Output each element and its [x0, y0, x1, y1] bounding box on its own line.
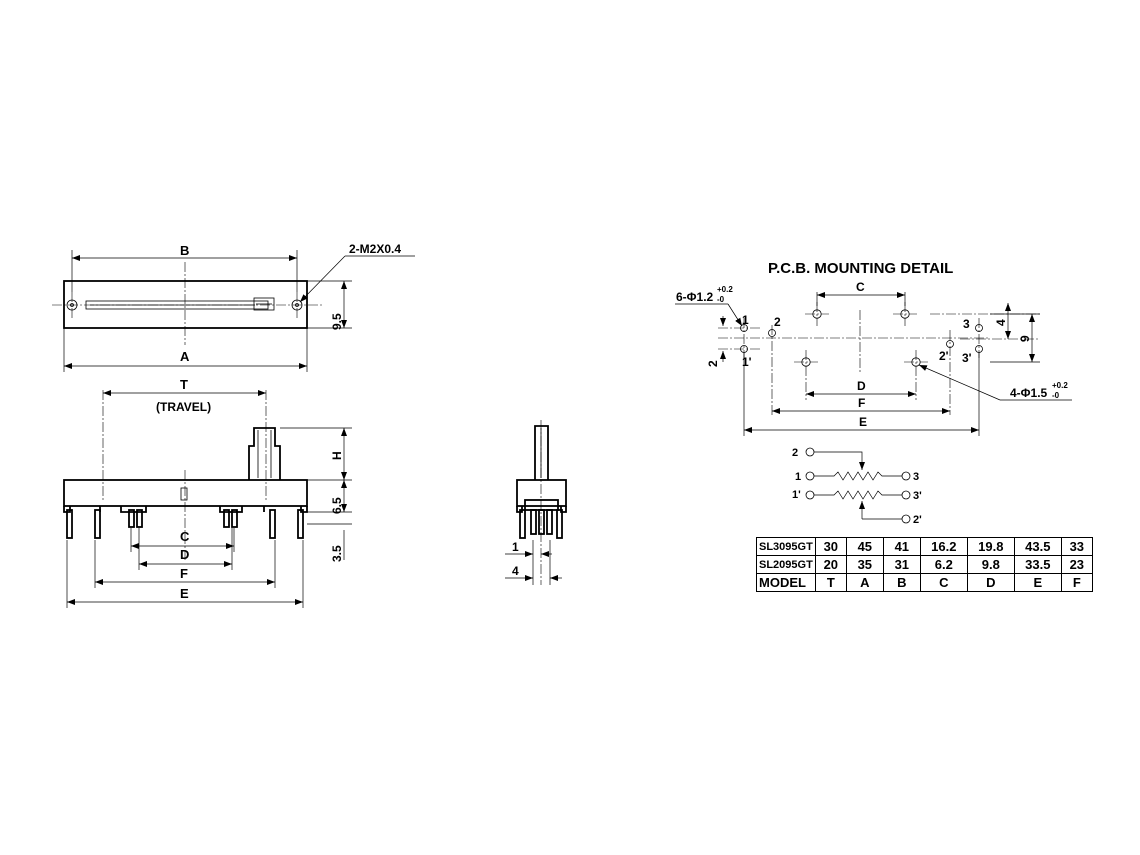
- table-cell: MODEL: [756, 573, 816, 592]
- small-hole-tol-plus: +0.2: [717, 285, 733, 294]
- table-cell: D: [966, 573, 1015, 592]
- table-row: MODEL T A B C D E F: [756, 573, 1093, 592]
- table-cell: 33.5: [1013, 555, 1062, 574]
- table-cell: 45: [845, 537, 884, 556]
- sch-pin-3: 3: [913, 471, 919, 483]
- table-cell: C: [919, 573, 968, 592]
- sch-pin-2p: 2': [913, 514, 922, 526]
- circuit-schematic: 2 1 3 1' 3' 2': [792, 447, 922, 526]
- front-view: T (TRAVEL) H 6.5 3.5 C D F E: [63, 377, 352, 608]
- top-body-outline: [63, 280, 308, 329]
- table-cell: 9.8: [966, 555, 1015, 574]
- table-cell: SL2095GT: [756, 555, 816, 574]
- small-hole-note: 6-Φ1.2: [676, 290, 714, 304]
- travel-label: (TRAVEL): [156, 400, 211, 414]
- table-cell: 19.8: [966, 537, 1015, 556]
- table-cell: 23: [1060, 555, 1093, 574]
- side-body: [516, 479, 567, 507]
- front-body-outline: [63, 479, 308, 507]
- pcb-dim-2: 2: [706, 360, 720, 367]
- side-lever: [534, 425, 549, 480]
- table-cell: 16.2: [919, 537, 968, 556]
- terminal-pins: [66, 506, 304, 539]
- dim-c-label: C: [180, 529, 190, 544]
- slider-knob-top: [253, 297, 275, 311]
- top-view: B A 9.5 2-M2X0.4: [52, 242, 415, 372]
- dim-3-5-label: 3.5: [330, 545, 344, 562]
- table-row: SL3095GT 30 45 41 16.2 19.8 43.5 33: [756, 537, 1093, 556]
- pcb-dim-4: 4: [994, 319, 1008, 326]
- pcb-pin-1p: 1': [742, 355, 752, 369]
- table-cell: F: [1060, 573, 1093, 592]
- table-cell: T: [814, 573, 847, 592]
- table-cell: 33: [1060, 537, 1093, 556]
- sch-pin-1: 1: [795, 471, 801, 483]
- large-hole-tol-plus: +0.2: [1052, 381, 1068, 390]
- table-cell: 43.5: [1013, 537, 1062, 556]
- pcb-pin-2: 2: [774, 315, 781, 329]
- table-cell: 30: [814, 537, 847, 556]
- dim-d-label: D: [180, 547, 189, 562]
- side-dim-4-label: 4: [512, 564, 519, 578]
- large-hole-note: 4-Φ1.5: [1010, 386, 1048, 400]
- table-cell: 35: [845, 555, 884, 574]
- dim-b-label: B: [180, 243, 189, 258]
- table-cell: A: [845, 573, 884, 592]
- screw-note: 2-M2X0.4: [349, 242, 401, 256]
- dim-a-label: A: [180, 349, 190, 364]
- table-cell: SL3095GT: [756, 537, 816, 556]
- table-cell: 41: [882, 537, 921, 556]
- side-dim-1-label: 1: [512, 540, 519, 554]
- pcb-mounting-detail: P.C.B. MOUNTING DETAIL: [675, 260, 1072, 436]
- dim-9-5-label: 9.5: [330, 313, 344, 330]
- small-hole-tol-minus: -0: [717, 295, 725, 304]
- slider-lever: [248, 427, 281, 480]
- pcb-dim-d: D: [857, 379, 866, 393]
- pcb-pin-3: 3: [963, 317, 970, 331]
- pcb-title: P.C.B. MOUNTING DETAIL: [768, 260, 953, 277]
- table-cell: 6.2: [919, 555, 968, 574]
- sch-pin-2: 2: [792, 447, 798, 459]
- dim-t-label: T: [180, 377, 188, 392]
- sch-pin-1p: 1': [792, 489, 801, 501]
- table-cell: E: [1013, 573, 1062, 592]
- pcb-dim-9: 9: [1018, 335, 1032, 342]
- table-cell: 31: [882, 555, 921, 574]
- pcb-dim-f: F: [858, 396, 865, 410]
- dim-6-5-label: 6.5: [330, 497, 344, 514]
- table-row: SL2095GT 20 35 31 6.2 9.8 33.5 23: [756, 555, 1093, 574]
- dim-e-label: E: [180, 586, 189, 601]
- table-cell: B: [882, 573, 921, 592]
- pcb-pin-2p: 2': [939, 349, 949, 363]
- spec-table: SL3095GT 30 45 41 16.2 19.8 43.5 33 SL20…: [756, 537, 1093, 592]
- dim-h-label: H: [330, 451, 344, 460]
- pcb-pin-3p: 3': [962, 351, 972, 365]
- pcb-dim-c: C: [856, 280, 865, 294]
- pcb-pin-1: 1: [742, 313, 749, 327]
- side-view: 1 4: [505, 420, 567, 585]
- dim-f-label: F: [180, 566, 188, 581]
- large-hole-tol-minus: -0: [1052, 391, 1060, 400]
- table-cell: 20: [814, 555, 847, 574]
- sch-pin-3p: 3': [913, 490, 922, 502]
- pcb-dim-e: E: [859, 415, 867, 429]
